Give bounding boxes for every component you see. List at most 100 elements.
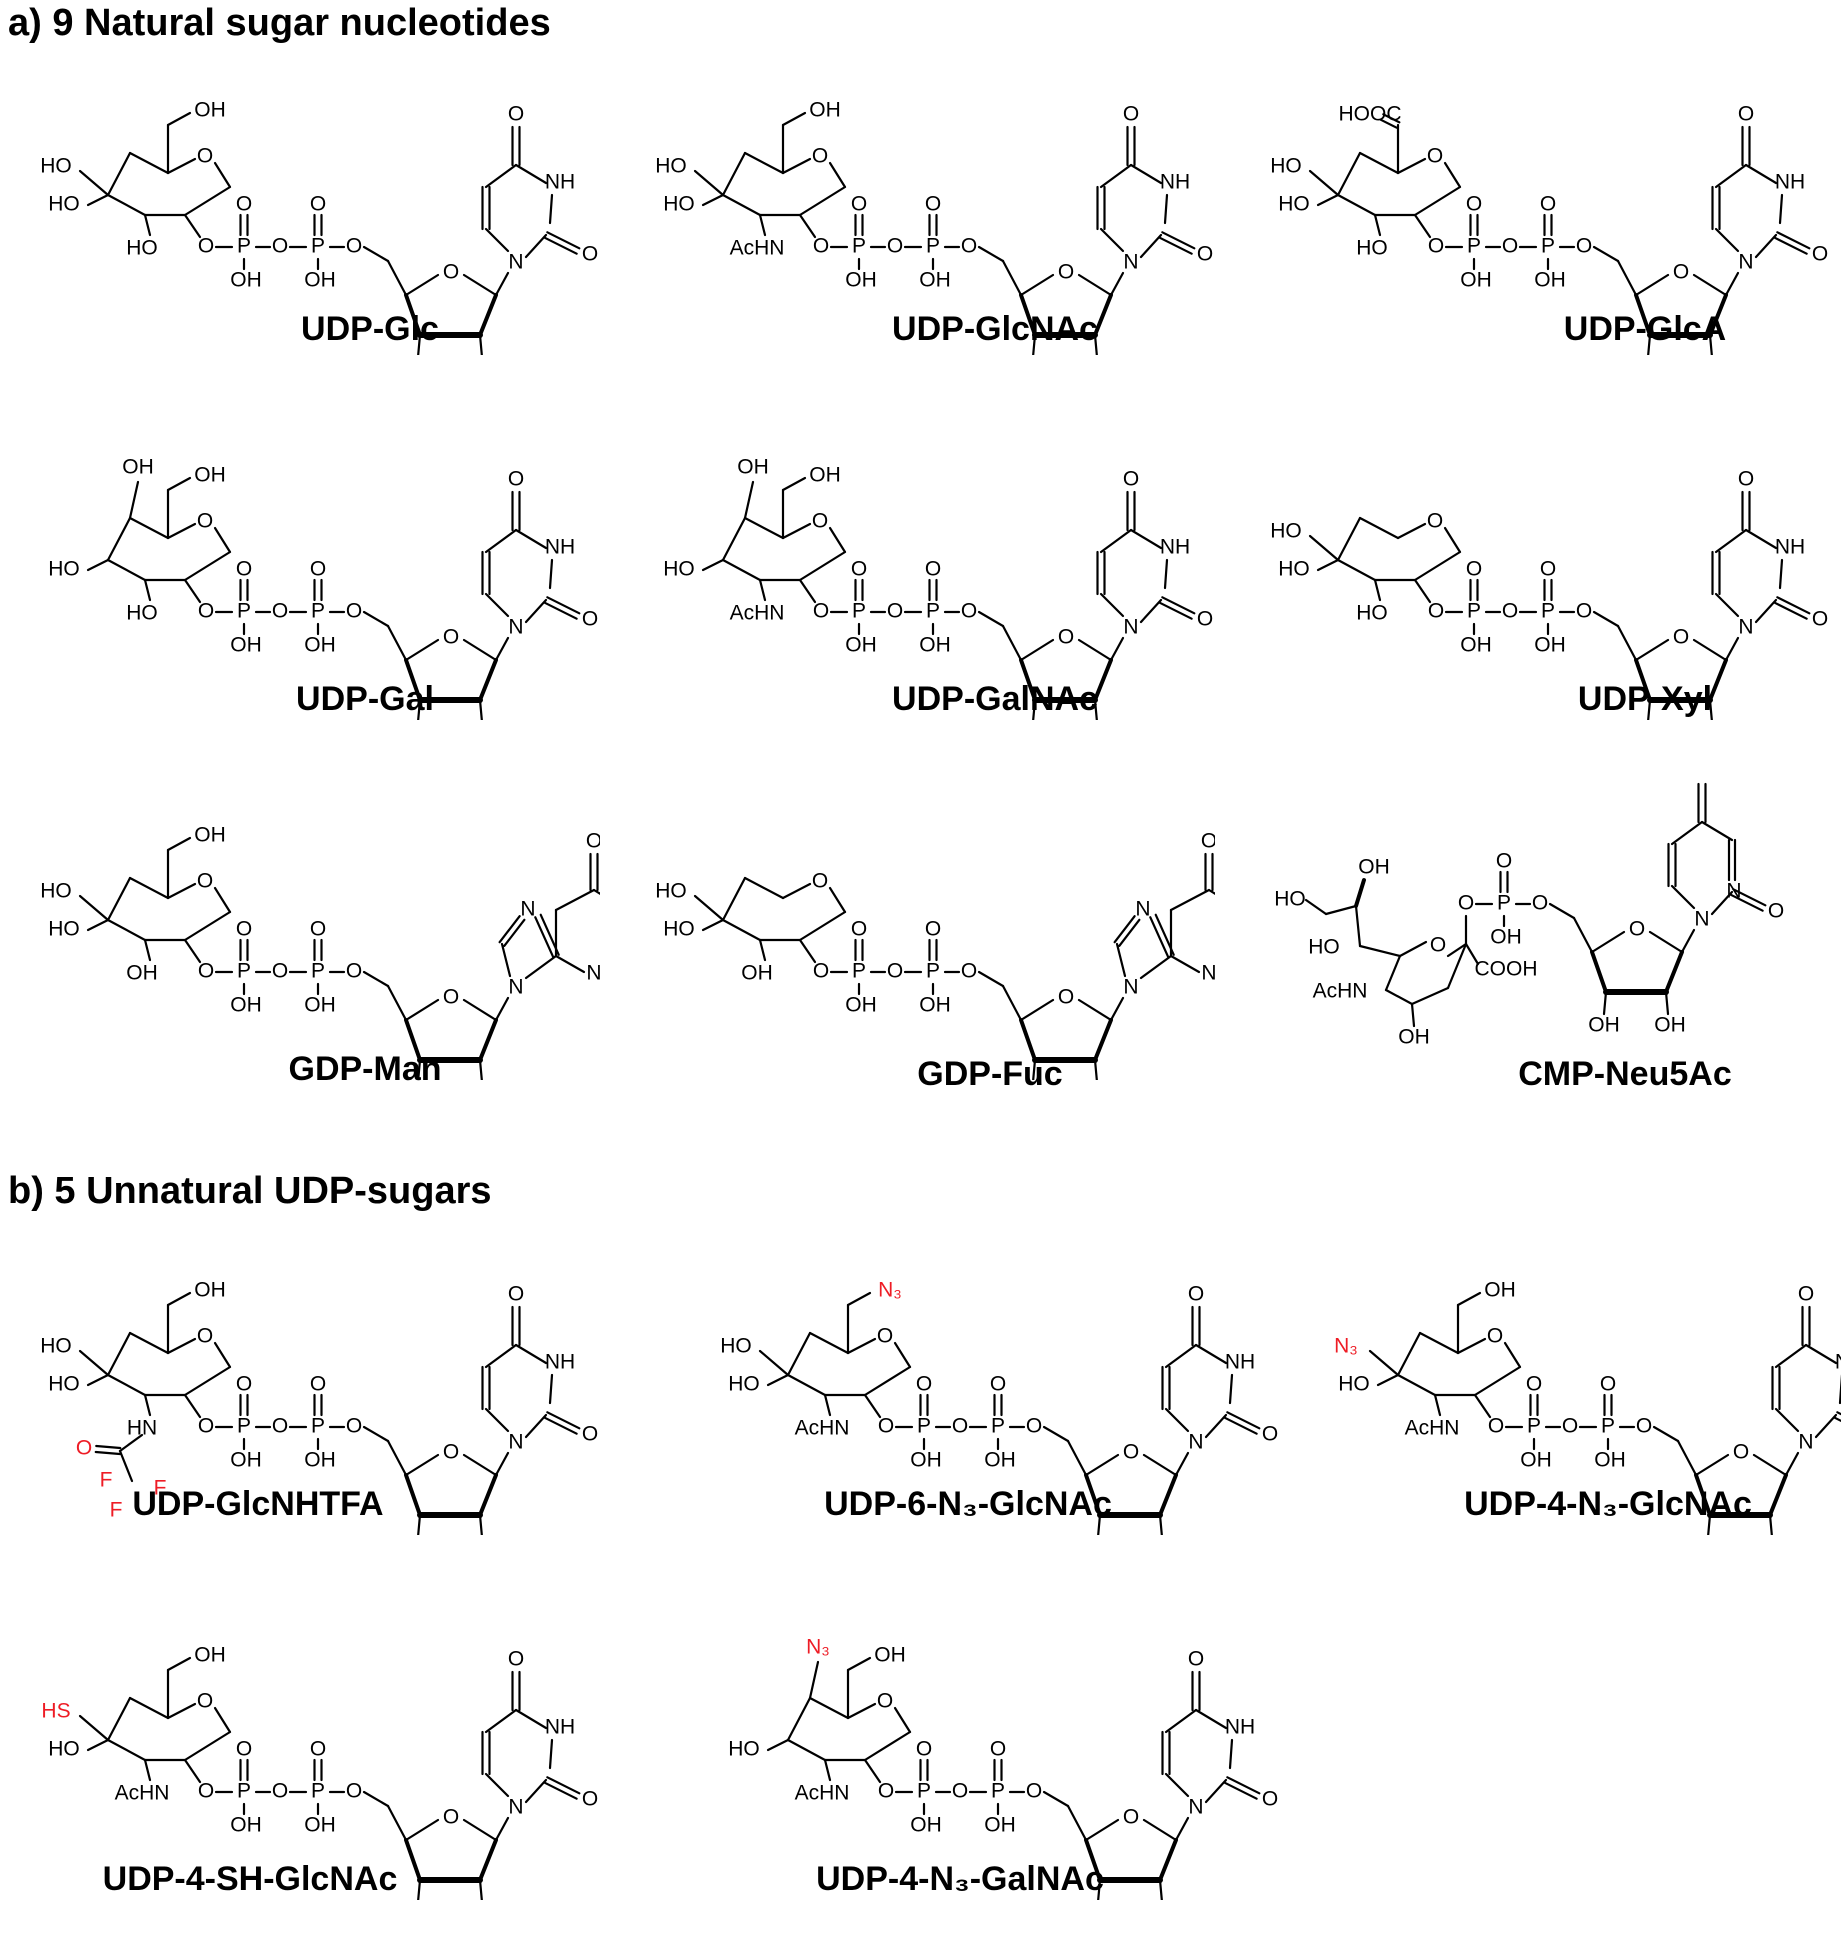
base-carbonyl: O xyxy=(1197,608,1213,631)
ribose-oxygen: O xyxy=(1629,918,1645,941)
bond xyxy=(1223,1781,1258,1800)
bond xyxy=(1194,1343,1228,1365)
bond xyxy=(118,1433,144,1453)
bond xyxy=(1602,990,1608,1016)
bond xyxy=(494,996,510,1022)
bond xyxy=(1164,1708,1198,1734)
bond xyxy=(1379,118,1398,129)
phosphorus: P xyxy=(917,1415,931,1438)
bond xyxy=(478,698,483,720)
structure-drawing: OHOOCHOHOHOOPOOHOPOOHOOOHOHNONHO xyxy=(1270,103,1828,355)
ring-oxygen: O xyxy=(1427,510,1443,533)
bond xyxy=(1710,890,1734,916)
c4-substituent: HO xyxy=(40,1335,72,1358)
bond xyxy=(484,528,518,554)
bond xyxy=(213,1706,232,1734)
bond xyxy=(143,938,152,962)
phosphoryl-oxygen: O xyxy=(925,193,941,216)
bond xyxy=(417,1513,422,1535)
phosphate-oxygen: O xyxy=(198,960,214,983)
base-nitrogen: N xyxy=(508,976,523,999)
structure-panel: OOHHSHOAcHNOPOOHOPOOHOOOHOHNONHO xyxy=(0,1600,600,1900)
bond xyxy=(494,271,510,297)
structure-drawing: OOHHSHOAcHNOPOOHOPOOHOOOHOHNONHO xyxy=(41,1644,598,1900)
phosphate-oxygen: O xyxy=(813,960,829,983)
base-imide: NH xyxy=(545,1716,575,1739)
phosphate-oxygen: O xyxy=(887,600,903,623)
c2-substituent: HO xyxy=(126,602,158,625)
bond xyxy=(1169,888,1211,912)
phosphate-hydroxyl: OH xyxy=(304,269,336,292)
structure-drawing: OOHN₃HOAcHNOPOOHOPOOHOOOHOHNONHO xyxy=(728,1636,1278,1900)
structure-drawing: OOHHOHOHOOPOOHOPOOHOOOHOHNONHO xyxy=(40,99,598,355)
ribose-oxygen: O xyxy=(443,1806,459,1829)
bond xyxy=(462,638,498,662)
structure-panel: OOHN₃HOAcHNOPOOHOPOOHOOOHOHNONHO xyxy=(1290,1235,1841,1535)
phosphate-oxygen: O xyxy=(878,1780,894,1803)
ring-oxygen: O xyxy=(877,1690,893,1713)
bond xyxy=(1418,1331,1460,1355)
bond xyxy=(1398,940,1428,958)
bond xyxy=(106,516,132,562)
phosphoryl-oxygen: O xyxy=(1466,193,1482,216)
ring-oxygen: O xyxy=(812,870,828,893)
bond xyxy=(1226,1776,1261,1795)
bond xyxy=(404,638,440,662)
bond xyxy=(1174,1451,1190,1477)
bond xyxy=(1228,1738,1234,1770)
bond xyxy=(1708,333,1713,355)
bond xyxy=(1443,161,1462,189)
ring-oxygen: O xyxy=(812,510,828,533)
structure-drawing: OOHHOHOHNOFFFOPOOHOPOOHOOOHOHNONHO xyxy=(40,1279,598,1535)
bond xyxy=(106,1331,132,1377)
bond xyxy=(1207,888,1215,895)
bond xyxy=(1169,954,1201,974)
bond xyxy=(1647,698,1652,720)
bond xyxy=(1001,984,1023,1022)
c6-substituent: OH xyxy=(194,99,226,122)
bond xyxy=(106,1738,147,1762)
structure-panel: ON₃HOHOAcHNOPOOHOPOOHOOOHOHNONHO xyxy=(680,1235,1280,1535)
phosphoryl-oxygen: O xyxy=(1540,193,1556,216)
bond xyxy=(362,1425,390,1443)
base-carbonyl: O xyxy=(508,1648,524,1671)
bond xyxy=(1694,1453,1730,1477)
base-carbonyl: O xyxy=(1123,468,1139,491)
c4-substituent: HO xyxy=(655,155,687,178)
compound-name: UDP-GlcNAc xyxy=(892,310,1098,348)
bond xyxy=(524,1413,548,1439)
phosphate-hydroxyl: OH xyxy=(304,994,336,1017)
bond xyxy=(543,236,578,255)
bond xyxy=(743,876,785,900)
phosphate-oxygen: O xyxy=(198,1780,214,1803)
base-imide: NH xyxy=(1835,1351,1841,1374)
bond xyxy=(1804,1343,1838,1365)
base-carbonyl: O xyxy=(1738,468,1754,491)
bond xyxy=(1316,558,1340,572)
ribose-oxygen: O xyxy=(443,261,459,284)
phosphorus: P xyxy=(926,235,940,258)
phosphate-hydroxyl: OH xyxy=(230,1449,262,1472)
bond xyxy=(1139,233,1163,259)
bond xyxy=(183,578,202,604)
phosphorus: P xyxy=(852,235,866,258)
bond xyxy=(1158,601,1193,620)
base-imide: NH xyxy=(545,1351,575,1374)
bond xyxy=(546,1411,581,1430)
bond xyxy=(1336,151,1362,197)
bond xyxy=(143,578,152,602)
bond xyxy=(1708,293,1728,337)
bond xyxy=(1548,902,1576,920)
structure-panel: OHOHOOHOPOOHOPOOHOOOHOHNNONHNH₂N xyxy=(615,780,1215,1080)
phosphate-oxygen: O xyxy=(346,1780,362,1803)
bond xyxy=(183,1393,202,1419)
phosphorus: P xyxy=(852,960,866,983)
c3-substituent: HO xyxy=(48,1738,80,1761)
bond xyxy=(1652,1425,1680,1443)
bond xyxy=(1336,558,1377,582)
bond xyxy=(1714,227,1740,253)
bond xyxy=(1647,333,1652,355)
bond xyxy=(404,658,422,702)
bond xyxy=(1109,996,1125,1022)
c3-substituent: HO xyxy=(1278,558,1310,581)
